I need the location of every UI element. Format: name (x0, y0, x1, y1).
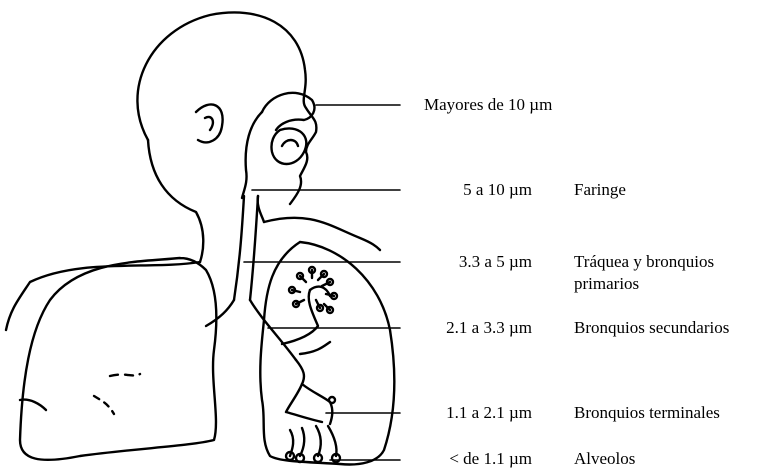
alveoli (286, 426, 340, 462)
terminal-bronchi (286, 384, 332, 424)
secondary-bronchus (282, 290, 318, 344)
region-label-secondary: Bronquios secundarios (574, 318, 729, 338)
mouth-cavity (271, 128, 306, 164)
size-label-trachea: 3.3 a 5 µm (392, 252, 532, 272)
size-label-alveoli: < de 1.1 µm (392, 449, 532, 469)
size-label-pharynx: 5 a 10 µm (392, 180, 532, 200)
left-main-bronchus (206, 300, 234, 326)
tongue (282, 140, 298, 146)
neck-back (148, 140, 203, 262)
nasal-cavity (262, 93, 314, 130)
size-label-nasal: Mayores de 10 µm (424, 95, 552, 115)
trachea-left (234, 196, 244, 300)
fissure-dash-2 (94, 396, 114, 414)
fissure-dash-3 (20, 400, 46, 410)
right-main-bronchus (250, 300, 296, 360)
secondary-bronchus-lower (296, 342, 330, 384)
trachea-right (250, 196, 258, 300)
fissure-dash-1 (110, 374, 140, 376)
pharynx-wall (242, 112, 262, 198)
bronchiole-cluster (289, 267, 337, 313)
region-label-trachea-line2: primarios (574, 274, 639, 294)
ear-inner (205, 117, 213, 130)
ear-outline (196, 104, 223, 142)
left-shoulder (6, 262, 200, 330)
size-label-secondary: 2.1 a 3.3 µm (392, 318, 532, 338)
leader-lines (244, 105, 400, 460)
region-label-pharynx: Faringe (574, 180, 626, 200)
region-label-trachea: Tráquea y bronquios (574, 252, 714, 272)
terminal-bronchus-end (329, 397, 335, 403)
head-outline (137, 12, 316, 204)
size-label-terminal: 1.1 a 2.1 µm (392, 403, 532, 423)
region-label-terminal: Bronquios terminales (574, 403, 720, 423)
region-label-alveoli: Alveolos (574, 449, 635, 469)
right-shoulder (264, 218, 380, 250)
left-lung (20, 258, 216, 460)
